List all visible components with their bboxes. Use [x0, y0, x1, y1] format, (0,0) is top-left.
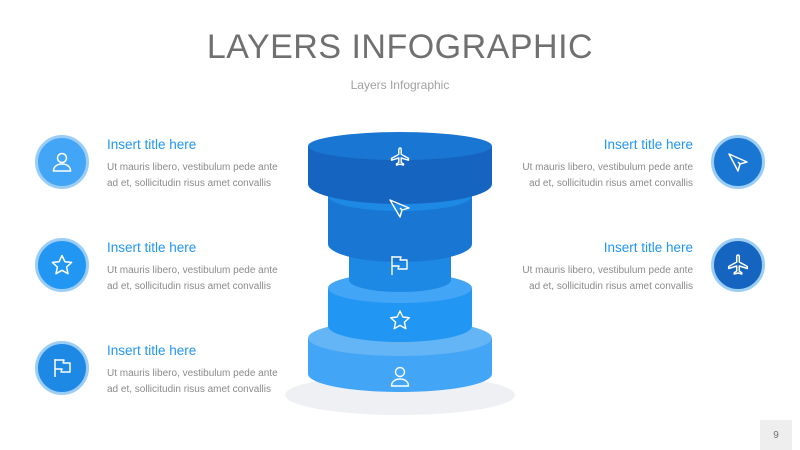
left-item-2-desc-line2: ad et, sollicitudin risus amet convallis: [107, 281, 271, 292]
left-item-1-desc-line2: ad et, sollicitudin risus amet convallis: [107, 178, 271, 189]
right-item-1-desc-line2: ad et, sollicitudin risus amet convallis: [529, 178, 693, 189]
slide-subtitle: Layers Infographic: [350, 78, 450, 92]
airplane-icon: [727, 254, 749, 275]
left-item-1: Insert title here Ut mauris libero, vest…: [107, 137, 347, 192]
user-badge: [35, 135, 89, 189]
paper-plane-badge: [711, 135, 765, 189]
right-item-1: Insert title here Ut mauris libero, vest…: [453, 137, 693, 192]
left-item-1-title: Insert title here: [107, 137, 197, 152]
layer-5-user-icon: [390, 366, 410, 387]
paper-plane-icon: [728, 153, 748, 172]
layer-3-flag-icon: [391, 256, 408, 275]
layer-1-airplane-icon: [390, 147, 410, 166]
star-icon: [51, 254, 73, 275]
right-item-2-title: Insert title here: [603, 240, 693, 255]
left-item-2: Insert title here Ut mauris libero, vest…: [107, 240, 347, 295]
left-item-1-desc-line1: Ut mauris libero, vestibulum pede ante: [107, 162, 278, 173]
page-number: 9: [760, 420, 792, 450]
right-item-1-title: Insert title here: [603, 137, 693, 152]
user-icon: [52, 152, 72, 172]
left-item-3-desc-line2: ad et, sollicitudin risus amet convallis: [107, 384, 271, 395]
left-item-2-title: Insert title here: [107, 240, 197, 255]
flag-icon: [54, 359, 71, 377]
airplane-badge: [711, 238, 765, 292]
right-item-2-desc-line2: ad et, sollicitudin risus amet convallis: [529, 281, 693, 292]
layer-1: [308, 132, 492, 204]
layers-stack: [285, 132, 515, 415]
left-item-3: Insert title here Ut mauris libero, vest…: [107, 343, 347, 398]
left-item-3-title: Insert title here: [107, 343, 197, 358]
right-item-2-desc-line1: Ut mauris libero, vestibulum pede ante: [522, 265, 693, 276]
right-item-2: Insert title here Ut mauris libero, vest…: [453, 240, 693, 295]
right-item-1-desc-line1: Ut mauris libero, vestibulum pede ante: [522, 162, 693, 173]
flag-badge: [35, 341, 89, 395]
left-item-3-desc-line1: Ut mauris libero, vestibulum pede ante: [107, 368, 278, 379]
left-item-2-desc-line1: Ut mauris libero, vestibulum pede ante: [107, 265, 278, 276]
layer-2-paper-plane-icon: [389, 199, 410, 218]
star-badge: [35, 238, 89, 292]
slide-title: LAYERS INFOGRAPHIC: [206, 28, 594, 66]
layer-4-star-icon: [390, 310, 410, 330]
